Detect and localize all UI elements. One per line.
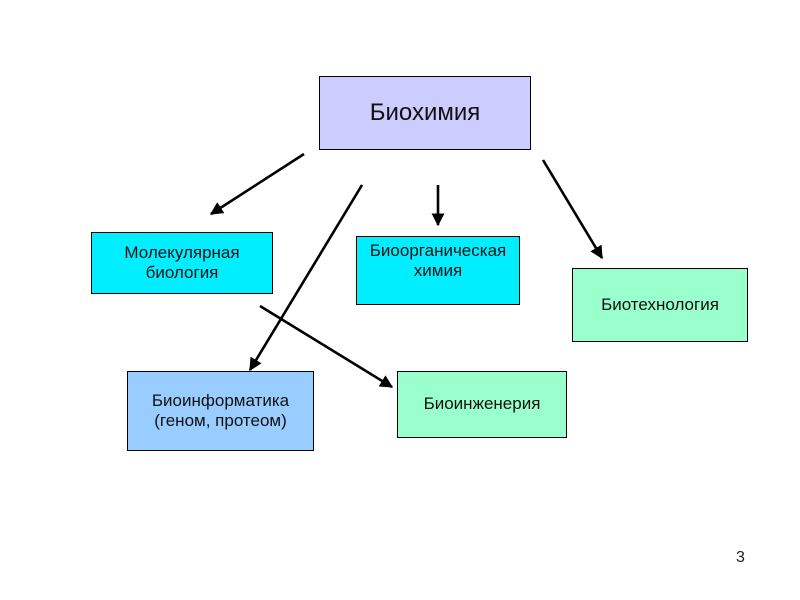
node-biochemistry-label: Биохимия xyxy=(369,98,481,126)
node-molecular-biology-label: Молекулярная биология xyxy=(124,242,240,282)
node-bioinformatics: Биоинформатика (геном, протеом) xyxy=(127,371,314,451)
slide-number: 3 xyxy=(736,549,745,566)
node-bioorganic-chemistry-label: Биоорганическая химия xyxy=(369,241,507,281)
arrow-molecular-biology-to-bioengineering xyxy=(259,304,394,389)
node-molecular-biology: Молекулярная биология xyxy=(91,232,273,294)
node-biochemistry: Биохимия xyxy=(319,76,531,150)
node-biotechnology: Биотехнология xyxy=(572,268,748,342)
node-biotechnology-label: Биотехнология xyxy=(601,294,719,314)
node-bioinformatics-label: Биоинформатика (геном, протеом) xyxy=(151,390,290,430)
arrow-root-to-biotechnology xyxy=(541,159,604,260)
node-bioengineering: Биоинженерия xyxy=(397,371,567,438)
arrow-root-to-bioinformatics xyxy=(248,184,364,372)
node-bioorganic-chemistry: Биоорганическая химия xyxy=(356,236,520,305)
arrow-root-to-molecular-biology xyxy=(209,152,305,216)
node-bioengineering-label: Биоинженерия xyxy=(423,394,541,414)
